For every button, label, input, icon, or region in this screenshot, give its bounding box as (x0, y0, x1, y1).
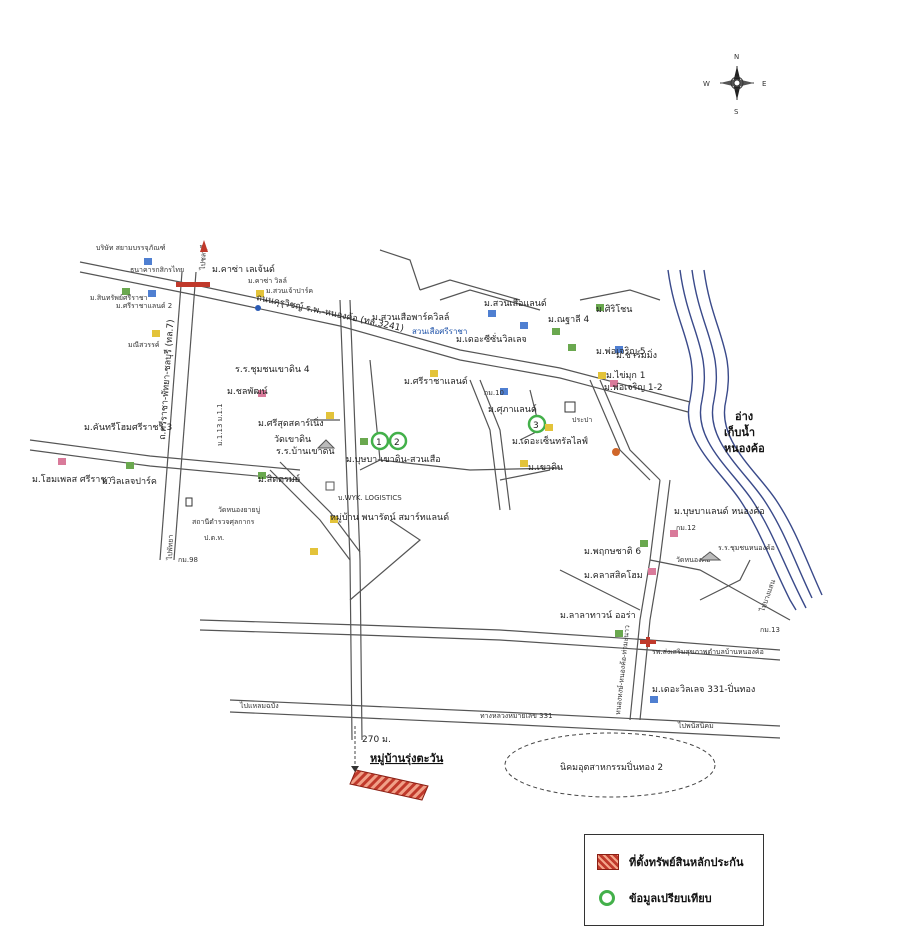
svg-text:ม.บุษบาแลนด์ หนองค้อ: ม.บุษบาแลนด์ หนองค้อ (674, 505, 765, 517)
svg-text:ร.ร.ชุมชนหนองค้อ: ร.ร.ชุมชนหนองค้อ (718, 544, 775, 552)
svg-text:ธนาคารกสิกรไทย: ธนาคารกสิกรไทย (130, 265, 184, 274)
legend-collateral: ที่ตั้งทรัพย์สินหลักประกัน (597, 853, 744, 871)
collateral-property-marker (349, 769, 429, 801)
svg-text:ป.ต.ท.: ป.ต.ท. (204, 534, 224, 542)
svg-text:ม.สวนเสือแลนด์: ม.สวนเสือแลนด์ (484, 297, 547, 309)
svg-text:ม.โฮมเพลส ศรีราชา: ม.โฮมเพลส ศรีราชา (32, 474, 112, 485)
subject-name: หมู่บ้านรุ่งตะวัน (370, 752, 444, 766)
compass-s: S (734, 108, 739, 116)
subject-distance: 270 ม. (362, 735, 391, 745)
svg-text:วัดเขาดิน: วัดเขาดิน (274, 434, 311, 445)
police-icon (185, 497, 193, 507)
hospital-icon (640, 637, 656, 647)
svg-text:2: 2 (394, 438, 400, 448)
svg-text:ม.ชาร์มมิ่ง: ม.ชาร์มมิ่ง (616, 348, 657, 361)
svg-text:ม.เดอะวิลเลจ 331-ปิ่นทอง: ม.เดอะวิลเลจ 331-ปิ่นทอง (652, 682, 755, 695)
temple-icon (698, 551, 722, 561)
legend-comparable-label: ข้อมูลเปรียบเทียบ (629, 892, 712, 905)
svg-text:กม.98: กม.98 (178, 556, 198, 564)
legend-collateral-label: ที่ตั้งทรัพย์สินหลักประกัน (629, 856, 744, 869)
to-left-label: ไปแหลมฉบัง (239, 701, 279, 710)
svg-text:ม.สินทรัพย์ศรีราชา: ม.สินทรัพย์ศรีราชา (90, 294, 148, 302)
compass-w: W (703, 80, 710, 88)
svg-text:ม.คลาสสิคโฮม: ม.คลาสสิคโฮม (584, 570, 643, 581)
svg-text:ม.เดอะซีซั่นวิลเลจ: ม.เดอะซีซั่นวิลเลจ (456, 332, 527, 345)
svg-text:ม.ชลพัฒน์: ม.ชลพัฒน์ (227, 385, 268, 397)
svg-text:ม.ณฐาลี 4: ม.ณฐาลี 4 (548, 314, 590, 325)
to-pattaya-label: ไปพัทยา (165, 534, 175, 561)
svg-text:หมู่บ้าน พนารัตน์ สมาร์ทแลนด์: หมู่บ้าน พนารัตน์ สมาร์ทแลนด์ (330, 511, 449, 523)
house-icons (58, 258, 678, 703)
intersection-marker (176, 282, 210, 287)
svg-text:ม.คันทรีโฮมศรีราชา 3: ม.คันทรีโฮมศรีราชา 3 (84, 422, 172, 433)
comparable-marker-2: 2 (388, 431, 408, 451)
comparable-marker-1: 1 (370, 431, 390, 451)
legend-comparable: ข้อมูลเปรียบเทียบ (597, 889, 712, 907)
svg-text:สถานีตำรวจศุลกากร: สถานีตำรวจศุลกากร (192, 518, 255, 526)
svg-text:ม.พฤกษชาติ 6: ม.พฤกษชาติ 6 (584, 546, 641, 557)
compass-n: N (734, 53, 739, 61)
svg-text:นิคมอุตสาหกรรมปิ่นทอง 2: นิคมอุตสาหกรรมปิ่นทอง 2 (560, 760, 663, 773)
road-network (29, 249, 791, 741)
svg-text:3: 3 (533, 421, 539, 431)
svg-text:กม.10: กม.10 (484, 389, 504, 397)
to-bangsaen-label: ไปบางแสน (757, 578, 777, 614)
svg-text:ม.ศรีราชาแลนด์: ม.ศรีราชาแลนด์ (404, 375, 468, 387)
collateral-swatch (597, 854, 619, 870)
svg-text:ม.ไข่มุก 1: ม.ไข่มุก 1 (606, 370, 645, 381)
gas-station-icon (612, 448, 620, 456)
svg-text:ม.คาซ่า วิลล์: ม.คาซ่า วิลล์ (248, 277, 287, 285)
industrial-estate-outline (504, 732, 716, 798)
legend: ที่ตั้งทรัพย์สินหลักประกัน ข้อมูลเปรียบเ… (584, 834, 764, 926)
svg-text:ม.ศรีสุดสคาร์เนิ่ง: ม.ศรีสุดสคาร์เนิ่ง (258, 416, 324, 429)
svg-text:1: 1 (376, 438, 382, 448)
svg-text:ม.พ่อเจริญ 1-2: ม.พ่อเจริญ 1-2 (604, 382, 663, 393)
factory-icon (325, 481, 335, 491)
svg-text:มณีสวรรค์: มณีสวรรค์ (128, 341, 160, 349)
svg-text:ร.ร.ชุมชนเขาดิน 4: ร.ร.ชุมชนเขาดิน 4 (235, 364, 310, 375)
svg-text:รพ.ส่งเสริมสุขภาพตำบลบ้านหนองค: รพ.ส่งเสริมสุขภาพตำบลบ้านหนองค้อ (652, 648, 764, 656)
compass-e: E (762, 80, 766, 88)
gas-station-icon (255, 305, 261, 311)
svg-text:วัดหนองค้อ: วัดหนองค้อ (676, 556, 710, 564)
svg-text:ม.บุษบา-เขาดิน-สวนเสือ: ม.บุษบา-เขาดิน-สวนเสือ (346, 454, 441, 465)
svg-text:บริษัท สยามบรรจุภัณฑ์: บริษัท สยามบรรจุภัณฑ์ (96, 244, 166, 252)
svg-text:ม.ศิริโชน: ม.ศิริโชน (596, 304, 632, 315)
svg-text:บ.WYK. LOGISTICS: บ.WYK. LOGISTICS (338, 494, 402, 502)
compass-icon (720, 66, 754, 100)
svg-text:กม.13: กม.13 (760, 626, 780, 634)
svg-text:ม.สวนเจ้าปาร์ค: ม.สวนเจ้าปาร์ค (266, 287, 313, 295)
svg-text:วัดหนองยายบู่: วัดหนองยายบู่ (218, 506, 260, 514)
svg-text:ประปา: ประปา (572, 416, 592, 424)
river (667, 269, 823, 611)
hwy331-label: ทางหลวงหมายเลข 331 (480, 712, 553, 720)
to-chonburi-label: ไปชลบุรี (198, 244, 208, 271)
svg-text:สวนเสือศรีราชา: สวนเสือศรีราชา (412, 327, 467, 336)
reservoir-label-2: เก็บน้ำ (724, 424, 755, 439)
temple-icon (316, 439, 336, 449)
to-right-label: ไปพนัสนิคม (677, 721, 714, 730)
svg-text:ม.สิตตรมย์: ม.สิตตรมย์ (258, 473, 300, 485)
km-markers: กม.10 กม.12 กม.13 กม.98 ม.1.13 ม.1.1 (178, 389, 780, 634)
svg-text:ม.ศุภาแลนด์: ม.ศุภาแลนด์ (488, 403, 537, 415)
waterworks-icon (564, 401, 576, 413)
svg-text:ม.ศรีราชาแลนด์ 2: ม.ศรีราชาแลนด์ 2 (116, 302, 172, 310)
comparable-swatch (599, 890, 615, 906)
svg-text:กม.12: กม.12 (676, 524, 696, 532)
svg-text:ม.สวนเสือพาร์ควิลล์: ม.สวนเสือพาร์ควิลล์ (372, 311, 449, 323)
svg-text:ม.เขาดิน: ม.เขาดิน (528, 462, 563, 473)
svg-text:ม.คาซ่า เลเจ้นด์: ม.คาซ่า เลเจ้นด์ (212, 263, 275, 275)
svg-text:ม.1.13 ม.1.1: ม.1.13 ม.1.1 (216, 403, 224, 446)
svg-text:ม.ลาลาทาวน์ ออร่า: ม.ลาลาทาวน์ ออร่า (560, 609, 636, 621)
reservoir-label-1: อ่าง (735, 410, 753, 423)
svg-text:ม.วิลเลจปาร์ค: ม.วิลเลจปาร์ค (102, 475, 157, 487)
svg-text:ม.เดอะเซ็นทรัลไลฟ์: ม.เดอะเซ็นทรัลไลฟ์ (512, 434, 588, 447)
reservoir-label-3: หนองค้อ (724, 442, 765, 455)
place-labels: บริษัท สยามบรรจุภัณฑ์ ม.คาซ่า เลเจ้นด์ ม… (32, 244, 775, 773)
svg-text:ม.พ่อเจริญ 5: ม.พ่อเจริญ 5 (596, 346, 646, 357)
svg-text:ร.ร.บ้านเขาดิน: ร.ร.บ้านเขาดิน (276, 446, 335, 457)
flag-icon (200, 240, 208, 252)
comparable-marker-3: 3 (527, 414, 547, 434)
